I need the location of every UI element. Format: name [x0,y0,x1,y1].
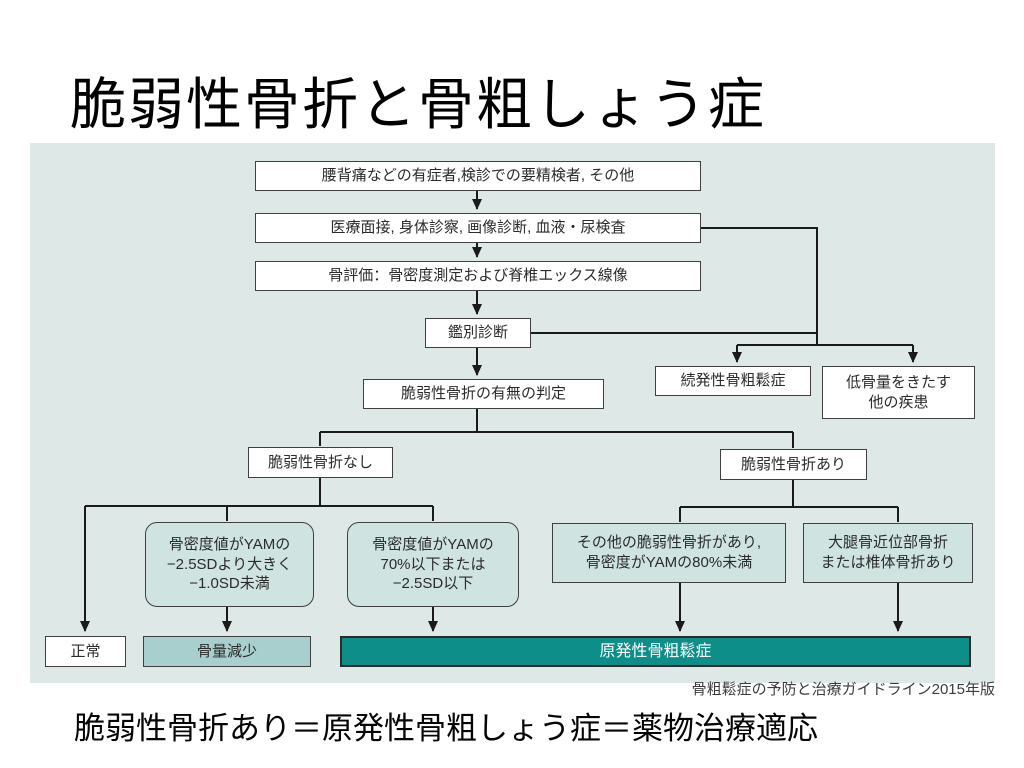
flow-node-screening-label: 腰背痛などの有症者,検診での要精検者, その他 [321,167,635,185]
flow-node-screening: 腰背痛などの有症者,検診での要精検者, その他 [255,161,701,191]
slide-conclusion-text: 脆弱性骨折あり＝原発性骨粗しょう症＝薬物治療適応 [74,711,818,746]
flow-node-other-fragility-fracture: その他の脆弱性骨折があり, 骨密度がYAMの80%未満 [552,523,786,583]
flow-node-normal-label: 正常 [70,642,101,660]
flow-node-fracture-none-label: 脆弱性骨折なし [267,453,373,471]
guideline-source-caption: 骨粗鬆症の予防と治療ガイドライン2015年版 [691,681,995,698]
flow-node-bmd-low: 骨密度値がYAMの 70%以下または −2.5SD以下 [347,522,519,607]
flow-node-low-bone-mass-other-disease: 低骨量をきたす 他の疾患 [822,366,975,419]
flow-node-hip-vertebral-fracture-label: 大腿骨近位部骨折 または椎体骨折あり [820,534,956,571]
slide-title: 脆弱性骨折と骨粗しょう症 [70,73,766,136]
flow-node-bone-eval: 骨評価：骨密度測定および脊椎エックス線像 [255,261,701,291]
flow-node-osteopenia-label: 骨量減少 [196,642,257,660]
flow-node-other-fragility-fracture-label: その他の脆弱性骨折があり, 骨密度がYAMの80%未満 [576,534,762,571]
flow-node-primary-osteoporosis-label: 原発性骨粗鬆症 [599,642,712,660]
flow-node-hip-vertebral-fracture: 大腿骨近位部骨折 または椎体骨折あり [803,523,973,583]
flow-node-bmd-between-label: 骨密度値がYAMの −2.5SDより大きく −1.0SD未満 [166,535,293,593]
flow-node-secondary-osteoporosis-label: 続発性骨粗鬆症 [680,372,786,390]
flow-node-bmd-low-label: 骨密度値がYAMの 70%以下または −2.5SD以下 [372,535,494,593]
flow-node-fracture-present: 脆弱性骨折あり [720,449,867,480]
flow-node-bone-eval-label: 骨評価：骨密度測定および脊椎エックス線像 [328,267,628,285]
flow-node-fracture-judgement: 脆弱性骨折の有無の判定 [363,379,604,409]
flow-node-low-bone-mass-other-disease-label: 低骨量をきたす 他の疾患 [845,373,951,411]
flow-node-fracture-judgement-label: 脆弱性骨折の有無の判定 [400,385,566,403]
flow-node-fracture-none: 脆弱性骨折なし [248,447,393,478]
flow-node-primary-osteoporosis: 原発性骨粗鬆症 [340,636,971,667]
flow-node-fracture-present-label: 脆弱性骨折あり [740,455,846,473]
flow-node-secondary-osteoporosis: 続発性骨粗鬆症 [655,366,811,396]
flow-node-bmd-between: 骨密度値がYAMの −2.5SDより大きく −1.0SD未満 [145,522,314,607]
flow-node-workup-label: 医療面接, 身体診察, 画像診断, 血液・尿検査 [330,219,626,237]
flow-node-normal: 正常 [45,636,126,667]
flow-node-differential-diagnosis-label: 鑑別診断 [447,324,508,342]
flow-node-workup: 医療面接, 身体診察, 画像診断, 血液・尿検査 [255,213,701,243]
flow-node-osteopenia: 骨量減少 [143,636,311,667]
flow-node-differential-diagnosis: 鑑別診断 [425,318,531,348]
